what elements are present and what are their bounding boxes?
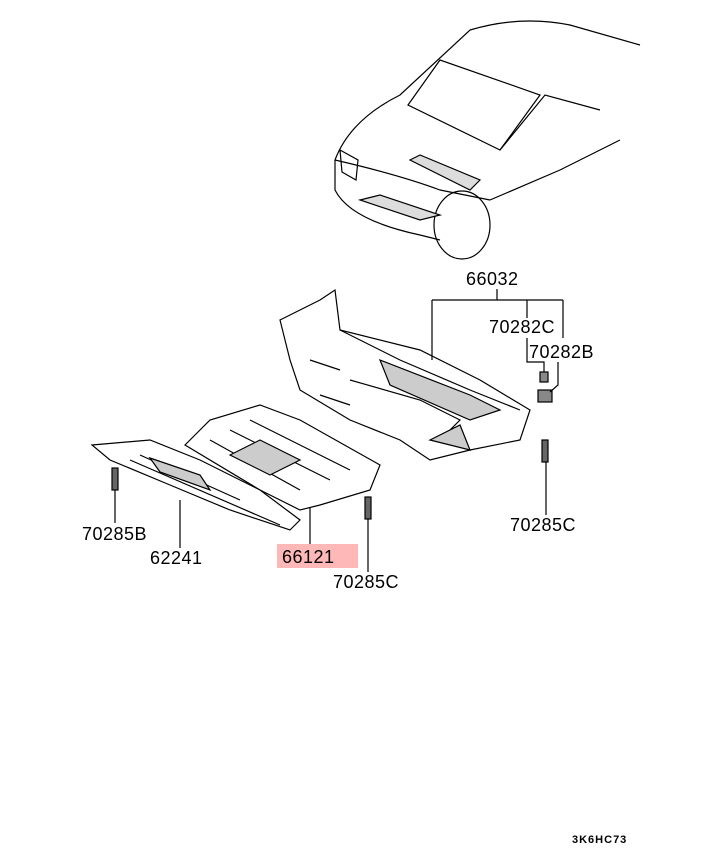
part-label-70285b[interactable]: 70285B <box>82 524 148 544</box>
part-highlight <box>277 544 358 568</box>
undercover-66121-shape <box>184 404 381 511</box>
fasteners <box>111 371 553 520</box>
part-label-70282b[interactable]: 70282B <box>529 342 595 362</box>
leader-lines <box>114 289 564 572</box>
part-label-70282c[interactable]: 70282C <box>489 317 556 337</box>
undercover-66032-shape <box>279 288 531 461</box>
part-label-70285c-bottom[interactable]: 70285C <box>333 572 400 592</box>
cover-62241-shape <box>90 439 301 531</box>
part-label-66121[interactable]: 66121 <box>282 547 335 567</box>
vehicle-outline <box>334 20 641 260</box>
part-label-70285c-right[interactable]: 70285C <box>510 515 577 535</box>
part-label-66032[interactable]: 66032 <box>466 269 519 289</box>
part-label-62241[interactable]: 62241 <box>150 548 203 568</box>
diagram-code: 3K6HC73 <box>572 834 628 846</box>
